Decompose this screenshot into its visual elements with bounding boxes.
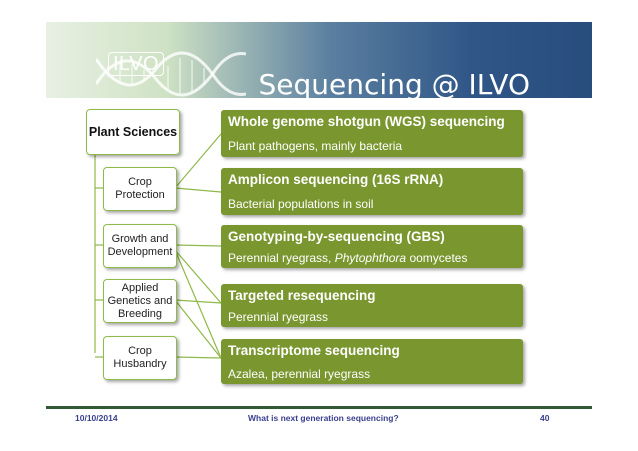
- header-banner: ILVO Sequencing @ ILVO: [46, 22, 592, 98]
- card-subtitle: Perennial ryegrass: [228, 310, 329, 324]
- applied-genetics-box: Applied Genetics and Breeding: [103, 279, 177, 323]
- plant-sciences-box: Plant Sciences: [86, 109, 180, 155]
- card-title: Targeted resequencing: [228, 288, 376, 303]
- card-transcriptome: Transcriptome sequencing Azalea, perenni…: [221, 339, 523, 384]
- card-title: Amplicon sequencing (16S rRNA): [228, 172, 444, 187]
- ilvo-logo: ILVO: [108, 52, 165, 76]
- card-subtitle: Perennial ryegrass, Phytophthora oomycet…: [228, 251, 468, 265]
- card-targeted: Targeted resequencing Perennial ryegrass: [221, 284, 523, 327]
- footer-topic: What is next generation sequencing?: [248, 413, 399, 423]
- footer-divider: [46, 406, 592, 409]
- crop-husbandry-box: Crop Husbandry: [103, 336, 177, 380]
- page-number: 40: [540, 413, 550, 423]
- card-wgs: Whole genome shotgun (WGS) sequencing Pl…: [221, 110, 523, 157]
- slide-title: Sequencing @ ILVO: [258, 68, 530, 98]
- footer-date: 10/10/2014: [75, 413, 118, 423]
- card-subtitle: Plant pathogens, mainly bacteria: [228, 139, 403, 153]
- card-subtitle: Bacterial populations in soil: [228, 197, 374, 211]
- growth-development-box: Growth and Development: [103, 224, 177, 268]
- crop-protection-box: Crop Protection: [103, 167, 177, 211]
- card-gbs: Genotyping-by-sequencing (GBS) Perennial…: [221, 225, 523, 268]
- card-amplicon: Amplicon sequencing (16S rRNA) Bacterial…: [221, 168, 523, 215]
- card-title: Genotyping-by-sequencing (GBS): [228, 229, 445, 244]
- card-title: Whole genome shotgun (WGS) sequencing: [228, 114, 505, 129]
- card-subtitle: Azalea, perennial ryegrass: [228, 367, 371, 381]
- card-title: Transcriptome sequencing: [228, 343, 400, 358]
